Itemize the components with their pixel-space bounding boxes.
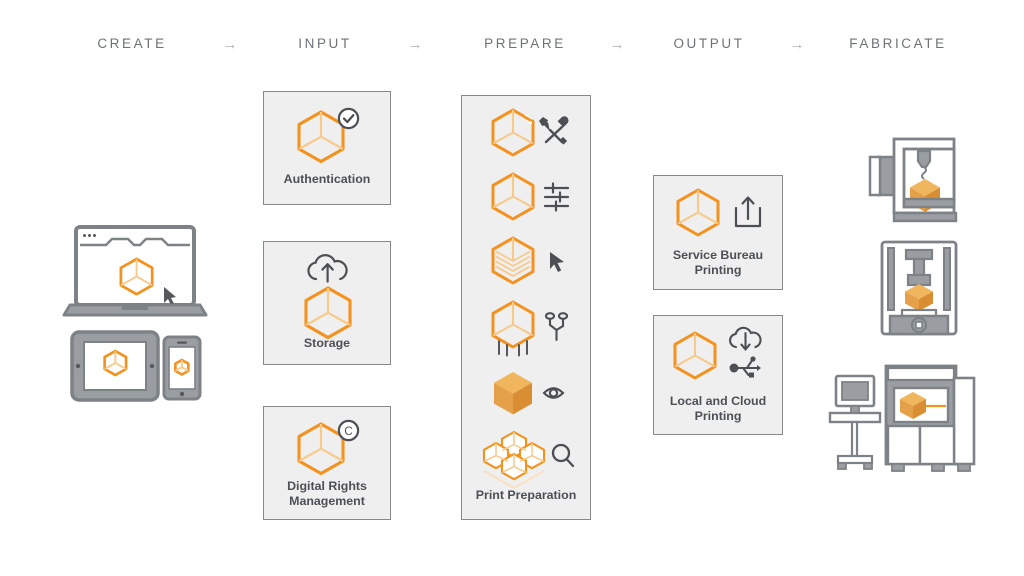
header-arrow-icon-4: →: [789, 36, 805, 53]
support-branch-icon: [544, 312, 569, 342]
local-cloud-icons: [673, 326, 769, 386]
header-arrow-icon-2: →: [407, 36, 423, 53]
prepare-row-repair[interactable]: [490, 108, 572, 160]
device-tablet: [70, 330, 160, 402]
cloud-download-icon: [729, 326, 762, 352]
prepare-row-supports[interactable]: [490, 300, 572, 358]
header-arrow-icon-1: →: [222, 36, 238, 53]
prepare-row-nesting[interactable]: [478, 430, 578, 492]
sliders-icon: [543, 182, 570, 212]
prepare-row-settings[interactable]: [490, 172, 572, 224]
cube-wireframe-icon: [673, 331, 717, 380]
upload-box-icon: [734, 196, 762, 228]
cloud-upload-icon: [305, 254, 351, 285]
header-step-fabricate: FABRICATE: [849, 36, 947, 51]
card-digital-rights-management[interactable]: C Digital Rights Management: [263, 406, 391, 520]
header-step-output: OUTPUT: [673, 36, 745, 51]
machine-industrial-printer: [828, 362, 976, 474]
card-label-service-bureau-line1: Service Bureau: [672, 248, 764, 262]
card-label-local-cloud-line1: Local and Cloud: [669, 394, 767, 408]
cube-check-badge-icon: [294, 106, 366, 166]
card-authentication[interactable]: Authentication: [263, 91, 391, 205]
header-step-create: CREATE: [97, 36, 167, 51]
header-step-prepare: PREPARE: [484, 36, 566, 51]
device-laptop: [62, 225, 210, 320]
card-label-local-cloud-line2: Printing: [694, 408, 742, 423]
svg-text:C: C: [344, 426, 352, 438]
header-step-input: INPUT: [298, 36, 352, 51]
service-bureau-icons: [676, 188, 766, 240]
cursor-arrow-icon: [550, 252, 564, 272]
card-label-drm-line1: Digital Rights: [287, 479, 367, 493]
card-local-and-cloud-printing[interactable]: Local and Cloud Printing: [653, 315, 783, 435]
cube-copyright-badge-icon: C: [294, 419, 366, 477]
card-label-authentication: Authentication: [283, 172, 371, 186]
eye-icon: [542, 387, 565, 399]
device-phone: [162, 335, 202, 401]
panel-print-preparation[interactable]: Print Preparation: [461, 95, 591, 520]
prepare-row-slicing[interactable]: [490, 236, 572, 288]
machine-resin-printer: [876, 238, 964, 342]
card-service-bureau-printing[interactable]: Service Bureau Printing: [653, 175, 783, 290]
header-arrow-icon-3: →: [609, 36, 625, 53]
process-header: CREATE → INPUT → PREPARE → OUTPUT → FABR…: [0, 0, 1024, 76]
usb-icon: [729, 356, 761, 378]
card-label-service-bureau-line2: Printing: [694, 262, 742, 277]
cube-wireframe-icon: [676, 188, 720, 237]
tools-icon: [538, 116, 569, 145]
panel-label-print-preparation: Print Preparation: [475, 488, 577, 502]
card-label-storage: Storage: [303, 336, 351, 350]
card-storage[interactable]: Storage: [263, 241, 391, 365]
magnifier-icon: [551, 443, 575, 468]
cube-wireframe-icon: [303, 286, 355, 340]
machine-fdm-printer: [866, 133, 972, 233]
prepare-row-preview[interactable]: [490, 368, 572, 420]
card-label-drm-line2: Management: [289, 493, 365, 508]
